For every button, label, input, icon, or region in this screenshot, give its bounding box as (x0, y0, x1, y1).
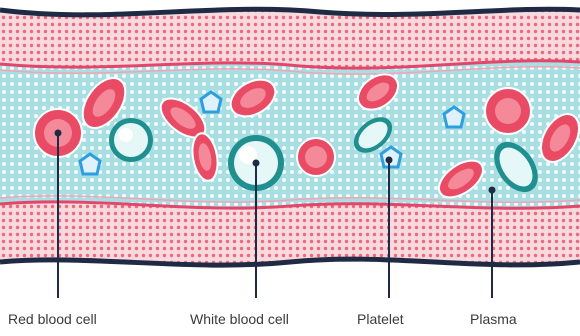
label-plasma: Plasma (470, 311, 517, 327)
label-platelet: Platelet (357, 311, 404, 327)
plasma-lumen (0, 61, 580, 209)
red-blood-cell (485, 88, 531, 134)
label-white-blood-cell: White blood cell (190, 311, 289, 327)
label-red-blood-cell: Red blood cell (8, 311, 97, 327)
white-blood-cell (109, 118, 153, 162)
red-blood-cell (297, 138, 335, 176)
